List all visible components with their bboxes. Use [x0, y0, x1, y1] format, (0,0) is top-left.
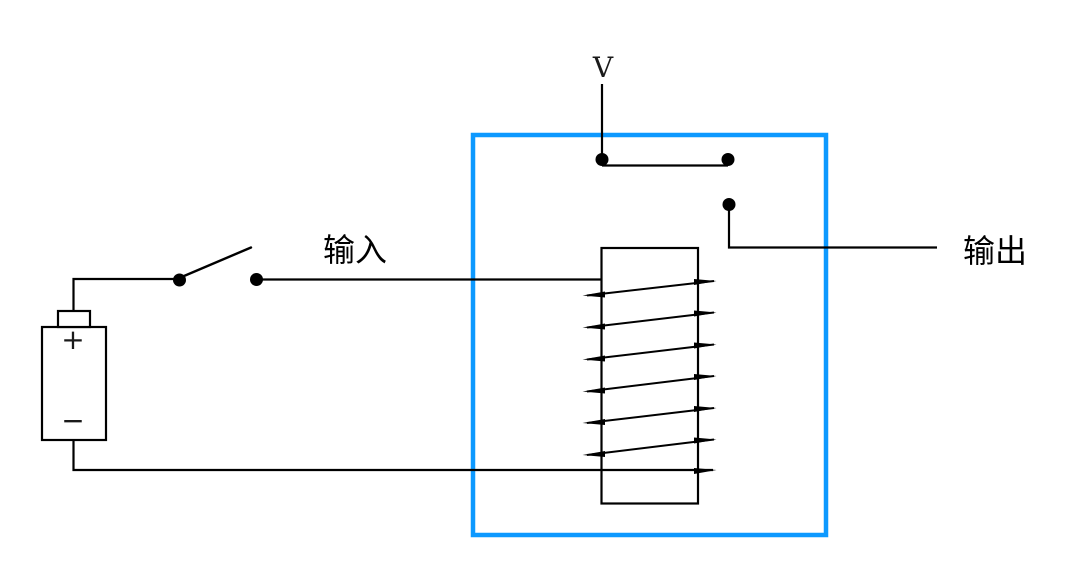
coil-winding-tip: [582, 291, 605, 298]
battery-plus-label: +: [61, 323, 84, 356]
output-label: 输出: [963, 232, 1027, 270]
battery-body: [40, 325, 108, 442]
voltage-probe-label: V: [592, 51, 614, 84]
coil-core: [600, 246, 700, 505]
coil-winding: [586, 407, 715, 424]
battery-minus-label: −: [61, 404, 84, 437]
wires: [72, 84, 937, 472]
contact-dot-voltage: [595, 153, 609, 166]
switch-contact-right-dot: [250, 273, 263, 286]
coil-winding: [586, 375, 715, 393]
switch: [173, 246, 263, 287]
coil-winding-tip: [694, 279, 717, 285]
coil-winding-tip: [694, 374, 717, 380]
battery: + −: [40, 309, 108, 442]
switch-lever: [179, 246, 253, 279]
coil-winding-tip: [694, 468, 717, 474]
coil-winding: [586, 311, 715, 329]
contact-dot-output: [722, 198, 736, 211]
wire-battery-return: [72, 440, 713, 472]
coil-winding-tip: [694, 310, 717, 317]
wire-output-lead: [727, 205, 937, 249]
relay-coil: [582, 246, 717, 505]
coil-winding-tip: [582, 451, 605, 457]
coil-winding-tip: [582, 419, 605, 425]
coil-winding: [586, 280, 715, 297]
coil-winding-tip: [582, 387, 605, 394]
coil-winding-tip: [582, 355, 605, 362]
wire-battery-to-switch: [72, 277, 176, 311]
coil-winding-tip: [694, 437, 717, 444]
coil-winding-tip: [582, 323, 605, 330]
switch-contact-left-dot: [173, 273, 186, 287]
coil-winding-tip: [694, 342, 717, 349]
input-label: 输入: [323, 231, 387, 269]
relay-contacts: [595, 153, 736, 211]
coil-winding-tip: [694, 406, 717, 412]
contact-dot-common: [721, 153, 735, 166]
relay-enclosure-box: [470, 132, 829, 538]
coil-winding: [586, 438, 715, 456]
coil-winding: [586, 343, 715, 361]
